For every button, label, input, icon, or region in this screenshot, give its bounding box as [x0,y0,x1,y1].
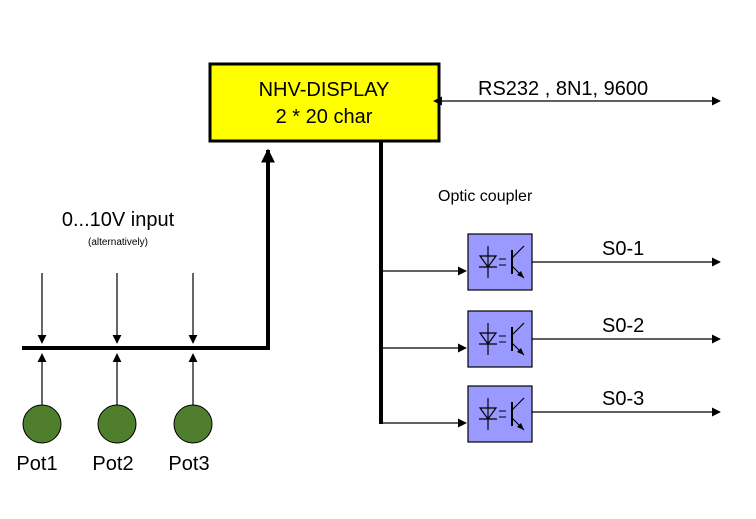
voltage-input-arrows [37,273,198,344]
coupler-channel-3: S0-3 [381,385,721,443]
potentiometer-icon [97,404,137,444]
pot-3-label: Pot3 [168,453,209,475]
pot-3: Pot3 [168,353,213,475]
optocoupler-icon [467,233,533,291]
optic-coupler-label: Optic coupler [438,188,533,205]
optocoupler-icon [467,310,533,368]
pot-1-label: Pot1 [16,453,57,475]
pot-1: Pot1 [16,353,62,475]
pot-2: Pot2 [92,353,137,475]
display-subtitle: 2 * 20 char [276,106,373,128]
serial-link: RS232 , 8N1, 9600 [432,78,721,106]
nhv-display-block: NHV-DISPLAY 2 * 20 char [208,62,441,143]
potentiometer-icon [173,404,213,444]
serial-label: RS232 , 8N1, 9600 [478,78,648,100]
coupler-channel-1: S0-1 [381,233,721,291]
input-title: 0...10V input [62,209,175,231]
input-subtitle: (alternatively) [88,237,148,248]
display-title: NHV-DISPLAY [259,79,390,101]
pot-2-label: Pot2 [92,453,133,475]
coupler-channel-2: S0-2 [381,310,721,368]
output-label-s0-3: S0-3 [602,388,644,410]
input-bus [22,148,275,350]
optocoupler-icon [467,385,533,443]
output-label-s0-2: S0-2 [602,315,644,337]
potentiometer-icon [22,404,62,444]
output-label-s0-1: S0-1 [602,238,644,260]
